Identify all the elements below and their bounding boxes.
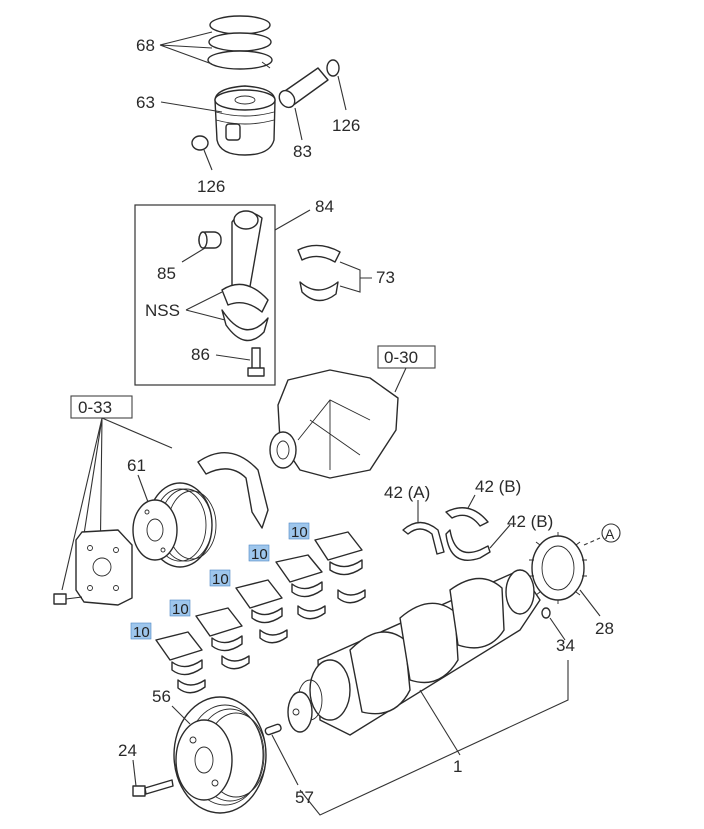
callout-0-30: 0-30 — [384, 348, 418, 367]
callout-84: 84 — [315, 197, 334, 216]
plate-bolt[interactable] — [53, 593, 83, 605]
callout-42b-lower: 42 (B) — [507, 512, 553, 531]
callout-61: 61 — [127, 456, 146, 475]
tag-label-4: 10 — [172, 601, 189, 618]
highlight-tag-4 — [169, 599, 191, 617]
callout-34: 34 — [556, 636, 575, 655]
callout-nss: NSS — [145, 301, 180, 320]
callout-0-33: 0-33 — [78, 398, 112, 417]
callout-73: 73 — [376, 268, 395, 287]
callout-68: 68 — [136, 36, 155, 55]
thrust-washer-42a[interactable] — [402, 521, 445, 555]
dowel-pin-57[interactable] — [264, 723, 282, 736]
circle-ref-a[interactable] — [601, 523, 621, 543]
callout-1: 1 — [453, 757, 462, 776]
snap-ring-right[interactable] — [326, 59, 340, 77]
callout-57: 57 — [295, 788, 314, 807]
thrust-washer-42b-upper[interactable] — [445, 507, 489, 527]
callout-28: 28 — [595, 619, 614, 638]
snap-ring-left[interactable] — [191, 135, 209, 151]
piston-pin[interactable] — [276, 67, 329, 110]
crank-pin-34[interactable] — [541, 607, 551, 619]
housing-gasket[interactable] — [197, 452, 269, 529]
highlight-tag-2 — [248, 544, 270, 562]
connecting-rod[interactable] — [221, 210, 269, 313]
tag-label-1: 10 — [291, 524, 308, 541]
thrust-washer-42b-lower[interactable] — [445, 529, 491, 561]
piston-rings[interactable] — [207, 15, 273, 70]
highlight-tag-5 — [130, 622, 152, 640]
crank-gear-28[interactable] — [529, 532, 587, 604]
rod-bushing[interactable] — [198, 231, 222, 249]
callout-63: 63 — [136, 93, 155, 112]
callout-126-right: 126 — [332, 116, 360, 135]
crankshaft[interactable] — [287, 569, 541, 736]
rod-bolt[interactable] — [247, 347, 265, 377]
piston[interactable] — [214, 85, 276, 156]
flywheel-housing[interactable] — [269, 369, 399, 479]
crank-pulley-56[interactable] — [173, 696, 267, 814]
tag-label-2: 10 — [251, 546, 268, 563]
rod-cap[interactable] — [221, 309, 269, 342]
crank-plate[interactable] — [75, 529, 133, 606]
callout-42a: 42 (A) — [384, 483, 430, 502]
crank-pulley-61[interactable] — [132, 482, 217, 568]
highlight-tag-1 — [288, 522, 310, 540]
callout-56: 56 — [152, 687, 171, 706]
connecting-rod-box — [134, 204, 276, 386]
callout-126-left: 126 — [197, 177, 225, 196]
callout-24: 24 — [118, 741, 137, 760]
callout-86: 86 — [191, 345, 210, 364]
highlight-tag-3 — [209, 569, 231, 587]
callout-circle-a: A — [605, 526, 615, 542]
callout-83: 83 — [293, 142, 312, 161]
main-bearing-set[interactable]: 10 10 10 10 10 — [130, 522, 366, 694]
callout-85: 85 — [157, 264, 176, 283]
pulley-bolt-24[interactable] — [132, 779, 174, 797]
tag-label-3: 10 — [212, 571, 229, 588]
ref-box-0-30[interactable] — [377, 345, 436, 369]
callout-42b-upper: 42 (B) — [475, 477, 521, 496]
tag-label-5: 10 — [133, 624, 150, 641]
rod-bearing-shells[interactable] — [297, 244, 341, 302]
